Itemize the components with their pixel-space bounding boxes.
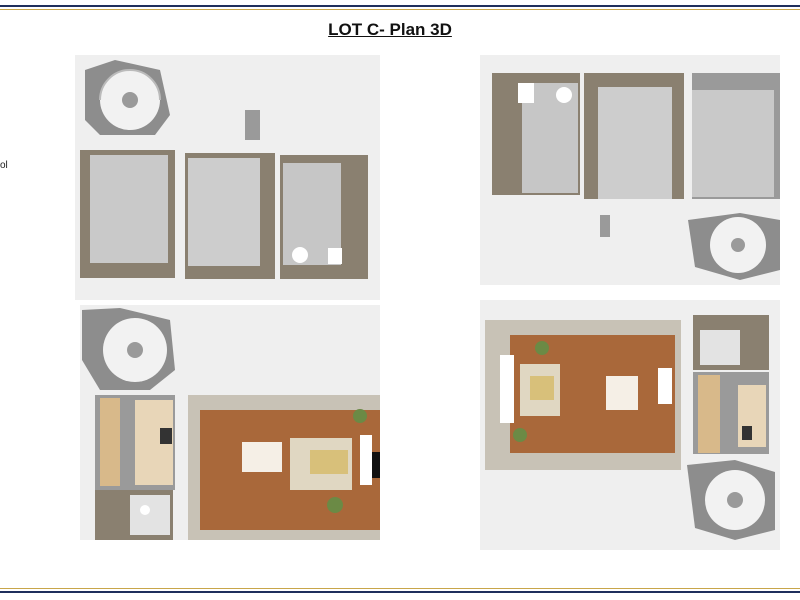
floor-plan-ground-left (60, 300, 380, 550)
floor-plan-upper-right (480, 55, 800, 305)
floor-plan-upper-left (60, 55, 380, 305)
bottom-border-navy (0, 591, 800, 593)
floor-plan-ground-right (480, 300, 800, 550)
top-border-navy (0, 5, 800, 7)
top-border-gold (0, 9, 800, 10)
page-title: LOT C- Plan 3D (328, 20, 452, 39)
bottom-border-gold (0, 588, 800, 589)
cropped-side-text: ol (0, 160, 8, 171)
